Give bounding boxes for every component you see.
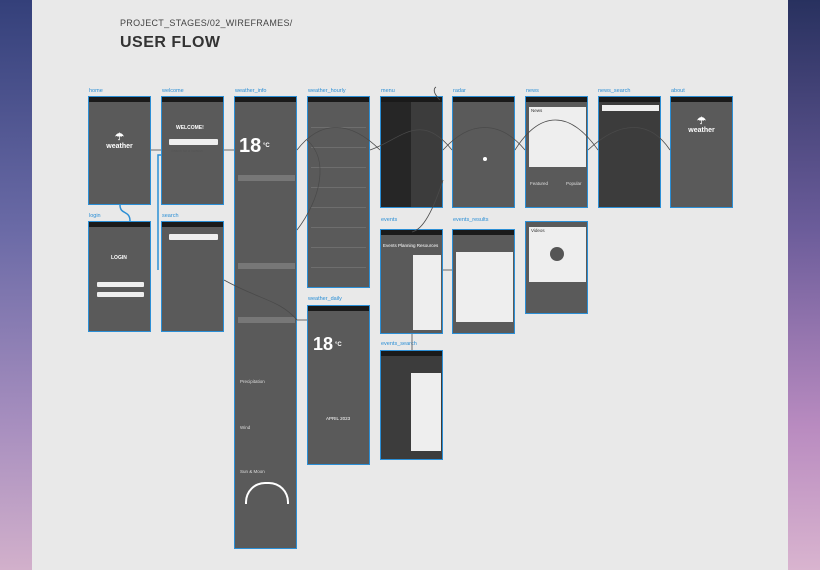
featured-tab[interactable]: Featured: [530, 181, 549, 186]
label-welcome: welcome: [162, 88, 184, 94]
temperature-value: 18: [239, 135, 262, 157]
screen-news-video[interactable]: Videos: [525, 221, 588, 314]
popular-tab[interactable]: Popular: [566, 181, 582, 186]
search-location-field[interactable]: Search for a location: [169, 139, 218, 153]
screen-menu[interactable]: [380, 96, 443, 208]
label-radar: radar: [453, 88, 466, 94]
screen-weather-info[interactable]: 18 °C Precipitation Wind Sun & Moon: [234, 96, 297, 549]
screen-login[interactable]: LOGIN: [88, 221, 151, 332]
label-events-search: events_search: [381, 341, 417, 347]
calendar-month: APRIL 2023: [326, 416, 351, 421]
label-search: search: [162, 213, 179, 219]
page-title: USER FLOW: [120, 34, 221, 51]
screen-home[interactable]: ☂weather: [88, 96, 151, 205]
weather-logo-about: ☂weather: [688, 116, 715, 135]
screen-weather-hourly[interactable]: [307, 96, 370, 288]
label-events-results: events_results: [453, 217, 489, 223]
search-field[interactable]: [169, 234, 218, 240]
label-events: events: [381, 217, 398, 223]
project-path: PROJECT_STAGES/02_WIREFRAMES/: [120, 18, 293, 28]
location-pin-icon: [483, 157, 487, 161]
daily-temperature: 18: [313, 334, 334, 354]
background-right: [788, 0, 820, 570]
login-title: LOGIN: [111, 255, 127, 261]
screen-search[interactable]: [161, 221, 224, 332]
label-about: about: [671, 88, 685, 94]
password-field[interactable]: [97, 292, 144, 297]
screen-news[interactable]: News Featured Popular: [525, 96, 588, 208]
welcome-text: WELCOME!: [176, 125, 204, 131]
screen-welcome[interactable]: WELCOME! Search for a location: [161, 96, 224, 205]
events-title: Events Planning Resources: [383, 243, 439, 248]
label-home: home: [89, 88, 103, 94]
label-weather-hourly: weather_hourly: [308, 88, 346, 94]
screen-news-search[interactable]: [598, 96, 661, 208]
sun-moon-title: Sun & Moon: [240, 469, 265, 474]
wind-title: Wind: [240, 425, 251, 430]
label-menu: menu: [381, 88, 395, 94]
login-field[interactable]: [97, 282, 144, 287]
screen-events[interactable]: Events Planning Resources: [380, 229, 443, 334]
background-left: [0, 0, 32, 570]
play-icon[interactable]: [550, 247, 564, 261]
screen-about[interactable]: ☂weather: [670, 96, 733, 208]
label-weather-info: weather_info: [235, 88, 267, 94]
label-news-search: news_search: [598, 88, 631, 94]
screen-events-search[interactable]: [380, 350, 443, 460]
label-news: news: [526, 88, 539, 94]
screen-radar[interactable]: [452, 96, 515, 208]
screen-weather-daily[interactable]: 18 °C APRIL 2023: [307, 305, 370, 465]
screen-events-results[interactable]: [452, 229, 515, 334]
news-search-field[interactable]: [602, 105, 659, 111]
temperature-unit: °C: [263, 143, 270, 149]
precipitation-title: Precipitation: [240, 379, 265, 384]
label-login: login: [89, 213, 101, 219]
label-weather-daily: weather_daily: [308, 296, 342, 302]
weather-logo: ☂weather: [106, 132, 133, 151]
